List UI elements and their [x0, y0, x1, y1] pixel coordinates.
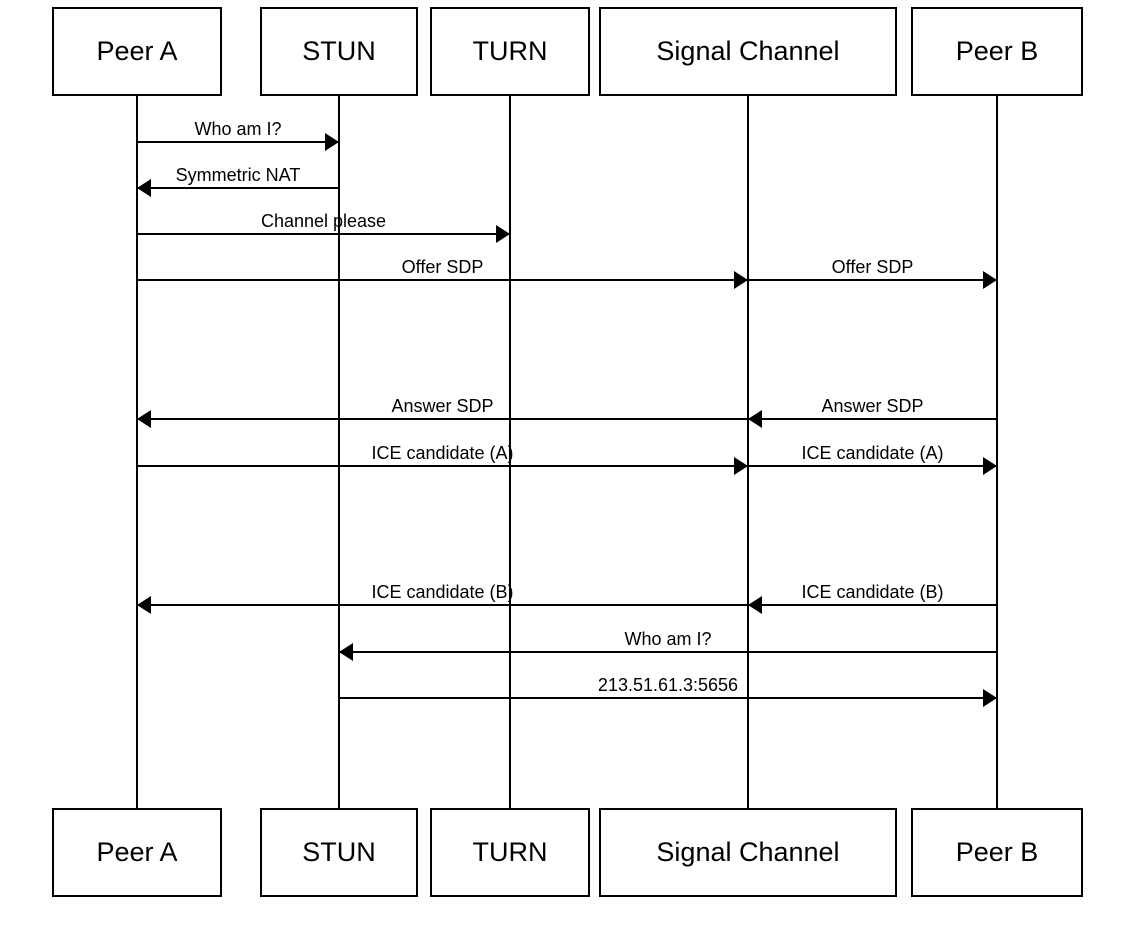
message-arrowhead-right-icon [734, 271, 748, 289]
actor-box-top-stun: STUN [260, 7, 418, 96]
actor-box-top-peer-b: Peer B [911, 7, 1083, 96]
message-label: Who am I? [624, 629, 712, 649]
message-label: 213.51.61.3:5656 [597, 675, 739, 695]
message-line [748, 465, 997, 467]
actor-label-turn: TURN [472, 36, 548, 66]
actor-label-peer-b: Peer B [955, 36, 1039, 66]
message-label: Who am I? [194, 119, 282, 139]
message-label: ICE candidate (B) [371, 582, 514, 602]
message-arrowhead-left-icon [137, 179, 151, 197]
message-arrowhead-right-icon [325, 133, 339, 151]
actor-label-peer-a: Peer A [96, 837, 178, 867]
message-arrowhead-left-icon [748, 596, 762, 614]
message-label: Channel please [260, 211, 387, 231]
message-line [137, 233, 510, 235]
message-label: Answer SDP [391, 396, 494, 416]
message-line [137, 604, 748, 606]
actor-box-top-peer-a: Peer A [52, 7, 222, 96]
message-arrowhead-left-icon [137, 410, 151, 428]
message-line [137, 279, 748, 281]
message-label: ICE candidate (B) [801, 582, 944, 602]
actor-box-bottom-peer-a: Peer A [52, 808, 222, 897]
message-arrowhead-right-icon [983, 271, 997, 289]
actor-box-top-turn: TURN [430, 7, 590, 96]
actor-label-peer-a: Peer A [96, 36, 178, 66]
actor-label-signal: Signal Channel [656, 837, 840, 867]
message-arrowhead-right-icon [983, 689, 997, 707]
message-arrowhead-right-icon [496, 225, 510, 243]
actor-label-stun: STUN [302, 36, 376, 66]
actor-box-bottom-turn: TURN [430, 808, 590, 897]
message-label: Offer SDP [831, 257, 914, 277]
message-arrowhead-left-icon [339, 643, 353, 661]
message-arrowhead-right-icon [983, 457, 997, 475]
message-line [339, 651, 997, 653]
message-label: ICE candidate (A) [801, 443, 944, 463]
lifeline-stun [338, 96, 340, 808]
actor-label-turn: TURN [472, 837, 548, 867]
actor-label-signal: Signal Channel [656, 36, 840, 66]
message-line [137, 187, 339, 189]
message-line [137, 141, 339, 143]
actor-box-bottom-peer-b: Peer B [911, 808, 1083, 897]
actor-label-stun: STUN [302, 837, 376, 867]
message-line [748, 418, 997, 420]
message-label: ICE candidate (A) [371, 443, 514, 463]
message-label: Offer SDP [401, 257, 484, 277]
lifeline-signal [747, 96, 749, 808]
message-line [137, 418, 748, 420]
message-label: Symmetric NAT [175, 165, 301, 185]
message-line [748, 604, 997, 606]
actor-label-peer-b: Peer B [955, 837, 1039, 867]
lifeline-peer-b [996, 96, 998, 808]
message-label: Answer SDP [821, 396, 924, 416]
lifeline-peer-a [136, 96, 138, 808]
message-line [137, 465, 748, 467]
message-arrowhead-left-icon [748, 410, 762, 428]
message-arrowhead-left-icon [137, 596, 151, 614]
lifeline-turn [509, 96, 511, 808]
actor-box-top-signal: Signal Channel [599, 7, 897, 96]
actor-box-bottom-stun: STUN [260, 808, 418, 897]
message-line [339, 697, 997, 699]
message-line [748, 279, 997, 281]
actor-box-bottom-signal: Signal Channel [599, 808, 897, 897]
message-arrowhead-right-icon [734, 457, 748, 475]
